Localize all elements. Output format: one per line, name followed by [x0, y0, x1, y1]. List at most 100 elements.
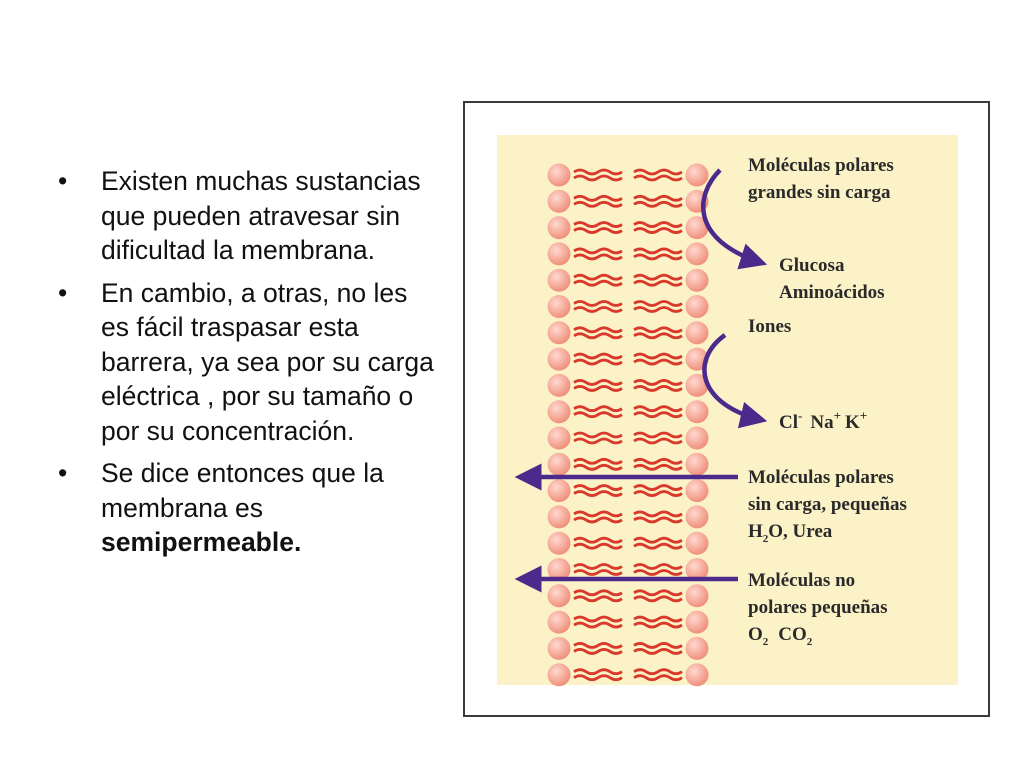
lipid-head: [547, 610, 571, 634]
bullet-dot: •: [58, 458, 68, 488]
lipid-bilayer: [547, 163, 709, 687]
lipid-tail: [573, 542, 623, 550]
lipid-tail: [633, 385, 683, 392]
ion-cl-charge: -: [798, 408, 802, 423]
lipid-head: [685, 400, 709, 424]
lipid-head: [547, 505, 571, 529]
lipid-tail: [633, 379, 683, 386]
lipid-tail: [633, 589, 683, 597]
ion-na-charge: +: [834, 408, 841, 423]
lipid-tail: [633, 642, 683, 649]
lipid-head: [547, 400, 571, 424]
lipid-head: [685, 531, 709, 555]
lipid-head: [547, 216, 571, 240]
lipid-tail: [573, 273, 623, 281]
ion-k-charge: +: [860, 408, 867, 423]
gas-o-subscript: 2: [763, 636, 769, 648]
lipid-tail: [633, 510, 683, 518]
lipid-tail: [573, 595, 623, 603]
label-amino-acids: Aminoácidos: [779, 282, 885, 303]
label-water-urea: H2O, Urea: [748, 521, 833, 545]
lipid-tail: [573, 306, 623, 313]
lipid-tail: [573, 379, 623, 386]
lipid-tail: [573, 431, 623, 439]
lipid-tail: [573, 385, 623, 392]
lipid-tail: [633, 621, 683, 629]
ion-cl: Cl: [779, 412, 798, 433]
water-urea-rest: O, Urea: [768, 521, 833, 542]
lipid-head: [547, 189, 571, 213]
bullet-text: Existen muchas sustancias que pueden atr…: [101, 166, 421, 265]
lipid-tail: [573, 194, 623, 202]
lipid-tail: [573, 457, 623, 465]
lipid-tail: [633, 569, 683, 576]
lipid-tail: [633, 227, 683, 234]
lipid-tail: [633, 668, 683, 676]
lipid-tail: [573, 200, 623, 208]
lipid-tail: [573, 510, 623, 518]
lipid-tail: [573, 615, 623, 623]
lipid-tail: [633, 358, 683, 366]
lipid-tail: [573, 253, 623, 261]
lipid-head: [547, 242, 571, 266]
lipid-tail: [633, 490, 683, 497]
lipid-tail: [633, 194, 683, 202]
lipid-tail: [633, 563, 683, 570]
lipid-head: [685, 505, 709, 529]
lipid-head: [685, 163, 709, 187]
water-h: H: [748, 521, 763, 542]
lipid-tail: [633, 648, 683, 655]
lipid-tail: [633, 168, 683, 176]
lipid-tail: [573, 516, 623, 524]
lipid-tail: [633, 484, 683, 491]
lipid-head: [685, 610, 709, 634]
lipid-tail: [633, 200, 683, 208]
label-polar-large-1: Moléculas polares: [748, 155, 894, 176]
lipid-head: [685, 636, 709, 660]
lipid-tail: [633, 352, 683, 360]
lipid-head: [547, 452, 571, 476]
lipid-tail: [573, 648, 623, 655]
lipid-head: [685, 268, 709, 292]
lipid-head: [685, 321, 709, 345]
lipid-tail: [633, 405, 683, 413]
lipid-tail: [633, 431, 683, 439]
lipid-head: [547, 531, 571, 555]
lipid-tail: [633, 615, 683, 623]
lipid-head: [685, 558, 709, 581]
lipid-tail: [633, 595, 683, 603]
curved-arrow-ions: [702, 333, 768, 429]
lipid-tail: [633, 279, 683, 287]
ion-na: Na: [810, 412, 834, 433]
lipid-tail: [633, 306, 683, 313]
lipid-tail: [573, 300, 623, 307]
lipid-tail: [573, 326, 623, 334]
lipid-tail: [573, 332, 623, 340]
lipid-tail: [633, 536, 683, 544]
lipid-head: [547, 426, 571, 450]
gas-o: O: [748, 624, 763, 645]
lipid-tail: [633, 516, 683, 524]
lipid-tail: [573, 168, 623, 176]
lipid-tail: [573, 411, 623, 419]
lipid-tail: [573, 668, 623, 676]
lipid-head: [547, 163, 571, 187]
label-ion-list: Cl-Na+K+: [779, 408, 867, 433]
lipid-head: [685, 373, 709, 397]
lipid-tail: [573, 536, 623, 544]
bullet-text: En cambio, a otras, no les es fácil tras…: [101, 277, 434, 446]
lipid-tail: [573, 405, 623, 413]
lipid-head: [547, 295, 571, 318]
lipid-tail: [573, 279, 623, 287]
lipid-tail: [573, 484, 623, 491]
lipid-tail: [633, 332, 683, 340]
lipid-tail: [573, 437, 623, 445]
lipid-tail: [633, 463, 683, 471]
bullet-item: • Se dice entonces que la membrana es se…: [58, 456, 438, 560]
lipid-head: [685, 663, 709, 687]
lipid-tail: [633, 253, 683, 261]
bullet-item: • En cambio, a otras, no les es fácil tr…: [58, 276, 438, 449]
lipid-head: [685, 584, 709, 608]
lipid-tail: [633, 273, 683, 281]
